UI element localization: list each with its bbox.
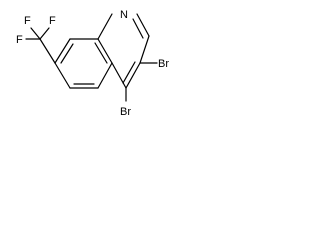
bond-n1-c2-inner [132,18,144,39]
bond-c3-c4-inner [122,61,136,84]
bond-c4a-c8a-inner [94,42,108,64]
atom-label-f-top-left: F [24,15,31,27]
atom-label-f-left: F [16,34,23,46]
bond-c4a-c8a [97,38,113,64]
atom-label-br-right: Br [158,58,169,70]
atom-label-f-top-right: F [49,15,56,27]
bond-n1-c2 [136,13,150,37]
chemical-structure-canvas: F F F N Br Br [0,0,200,134]
bond-c8-c7 [54,38,71,64]
bond-c4-c4a [111,62,127,89]
atom-label-br-bottom: Br [120,106,131,118]
structure-drawing: F F F N Br Br [16,9,169,118]
bond-c7-c6 [54,62,71,89]
bond-cf3-carbon-to-ring [39,38,56,64]
bond-c8a-n1 [97,13,113,40]
bond-cf3-carbon-to-f-top-left [30,27,41,40]
bond-cf3-carbon-to-f-top-right [39,27,50,40]
bond-c8-c7-inner [60,43,74,64]
atom-label-nitrogen: N [120,9,128,21]
bond-c5-c4a [97,62,113,89]
bond-c2-c3 [139,35,150,64]
bond-c3-c4 [125,62,141,89]
